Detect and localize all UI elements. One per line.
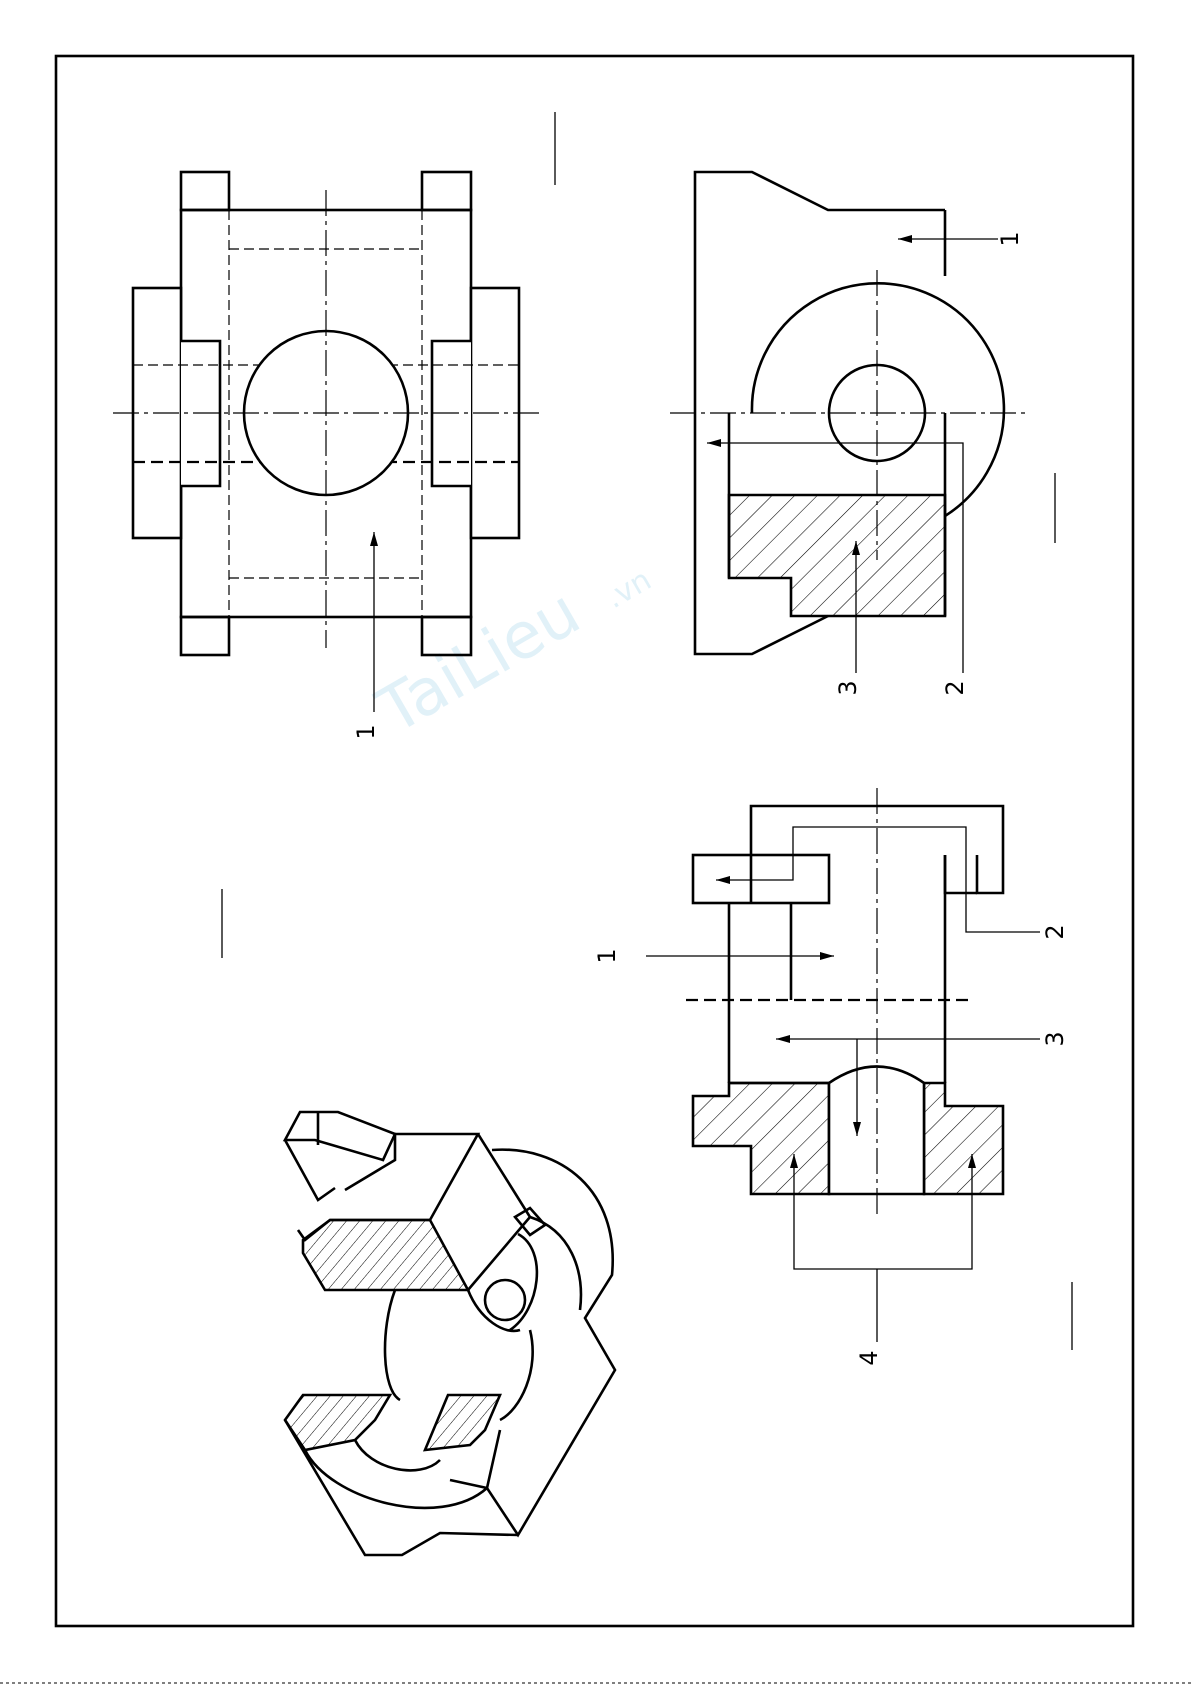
arrowhead — [707, 439, 721, 447]
arrowhead — [370, 532, 378, 546]
iso-bracket-side — [285, 1140, 335, 1200]
arrowhead — [776, 1035, 790, 1043]
iso-lower-hatch-right — [425, 1395, 500, 1450]
section-base-left-hatch — [693, 1083, 829, 1194]
iso-inner-arc — [468, 1290, 520, 1331]
iso-main-block-face — [468, 1134, 530, 1290]
label-1: 1 — [352, 724, 380, 739]
arrowhead — [820, 952, 834, 960]
watermark-suffix: .vn — [600, 562, 658, 615]
iso-lower-cylinder — [385, 1290, 400, 1400]
top-right-view-large-arc — [752, 283, 1004, 516]
iso-hole — [485, 1280, 525, 1320]
top-right-view-hatched-section — [729, 495, 945, 616]
arrowhead — [716, 876, 730, 884]
label-1: 1 — [593, 948, 621, 963]
watermark: TaiLieu .vn — [365, 536, 661, 750]
iso-top-bracket — [285, 1112, 395, 1160]
section-top-right-step — [945, 855, 977, 893]
watermark-text: TaiLieu — [365, 575, 592, 749]
arrowhead — [898, 235, 912, 243]
section-base-right-hatch — [924, 1083, 1003, 1194]
leader-line-2 — [716, 827, 1040, 932]
top-left-view-tab-top-right — [422, 172, 471, 210]
label-3: 3 — [1041, 1031, 1069, 1046]
iso-lower-hatch-left — [285, 1395, 390, 1450]
iso-hatched-face — [303, 1220, 468, 1290]
label-2: 2 — [941, 680, 969, 695]
iso-lower-cylinder-right — [500, 1330, 533, 1420]
top-left-view-tab-top-left — [181, 172, 229, 210]
label-3: 3 — [834, 680, 862, 695]
label-1: 1 — [996, 231, 1024, 246]
top-right-view: 1 2 3 — [670, 172, 1025, 696]
drawing-frame — [56, 56, 1133, 1626]
top-left-view-tab-bottom-left — [181, 617, 229, 655]
label-2: 2 — [1041, 924, 1069, 939]
isometric-view — [285, 1112, 615, 1555]
label-4: 4 — [855, 1350, 883, 1365]
section-top-left-block — [693, 855, 829, 903]
bottom-right-section: 1 2 3 4 — [593, 788, 1069, 1366]
